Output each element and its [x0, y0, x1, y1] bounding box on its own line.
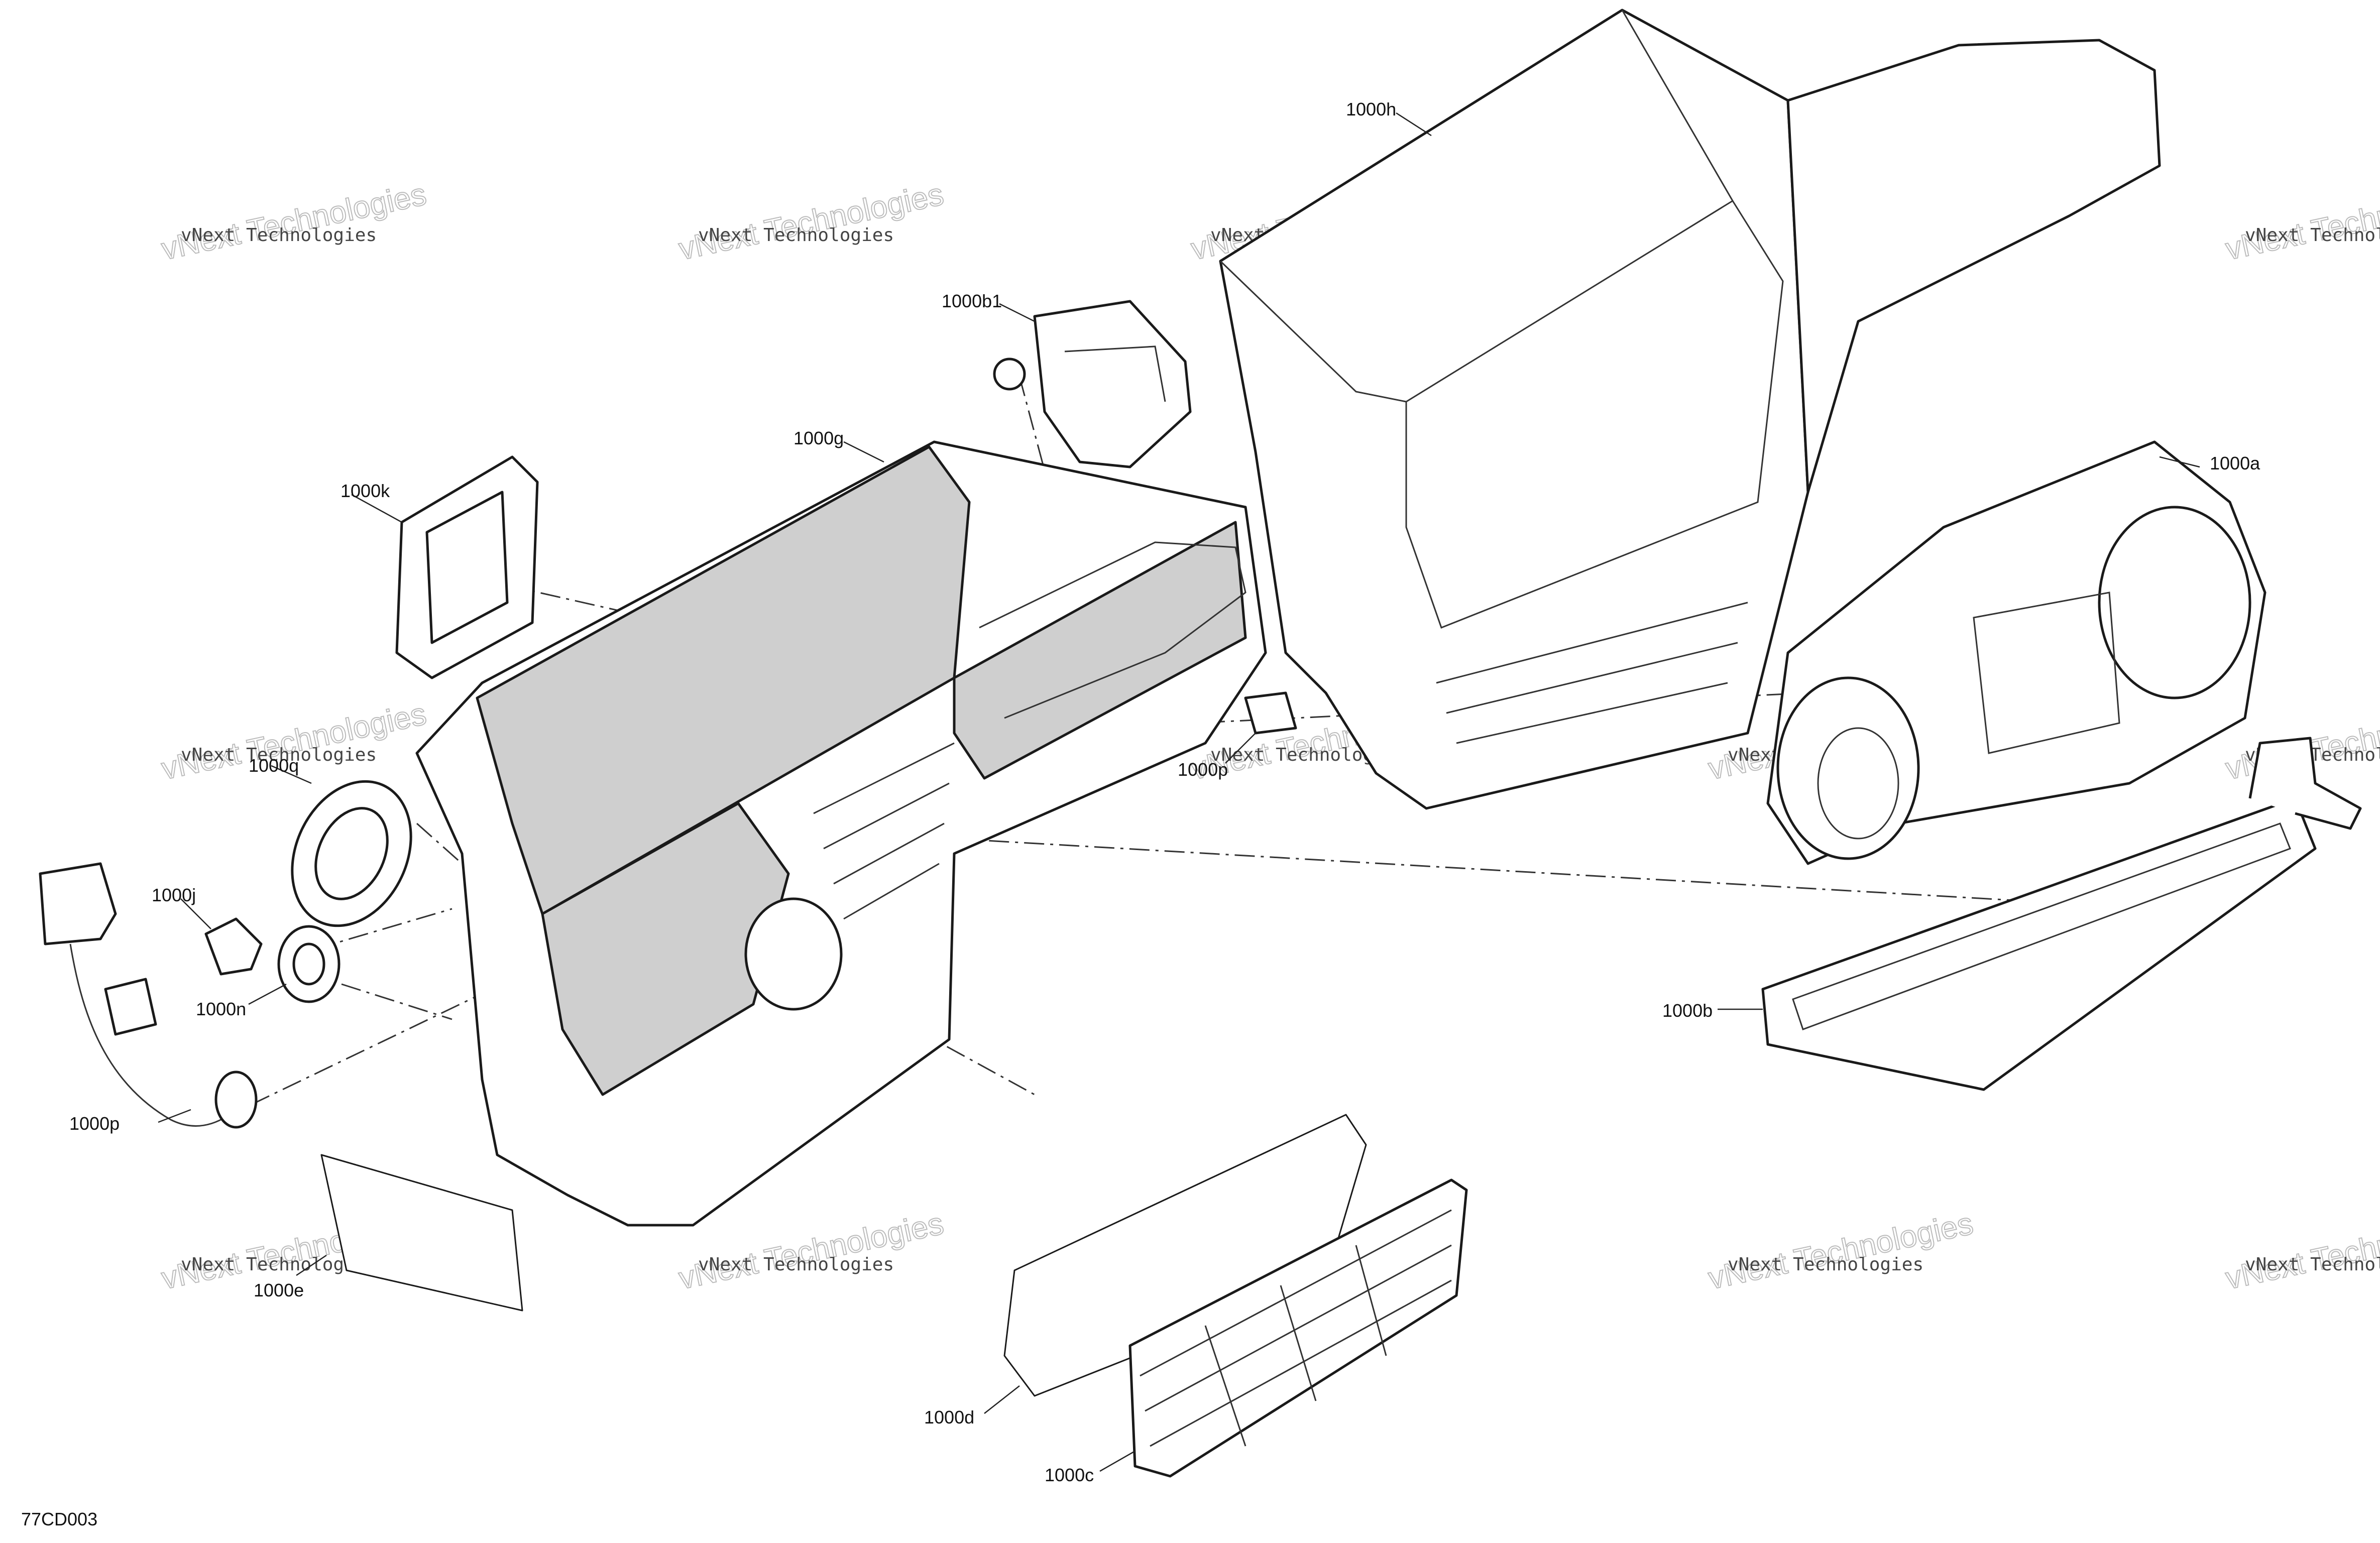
watermark-small: vNext Technologies — [698, 225, 894, 246]
grommet-inner — [314, 807, 389, 900]
leader-line — [296, 1254, 327, 1276]
watermark: vNext Technologies vNext Technologies — [675, 1206, 947, 1296]
callout-1000b: 1000b — [1662, 1000, 1713, 1021]
callout-1000c: 1000c — [1045, 1465, 1094, 1485]
actuator-body — [1033, 300, 1192, 468]
seal-1000n — [277, 925, 341, 1003]
leader-line — [180, 898, 211, 929]
watermark-large: vNext Technologies — [676, 177, 947, 267]
callout-1000j: 1000j — [152, 885, 196, 905]
watermark: vNext Technologies vNext Technologies — [1705, 1206, 1977, 1296]
leader-line — [271, 765, 312, 784]
callout-1000h: 1000h — [1346, 99, 1396, 120]
watermark-small: vNext Technologies — [181, 225, 377, 246]
blower — [1766, 440, 2266, 865]
heater-core — [1761, 737, 2362, 1091]
seal-inner — [292, 942, 325, 986]
watermark: vNext Technologies vNext Technologies — [2222, 176, 2380, 267]
watermark: vNext Technologies vNext Technologies — [158, 176, 430, 267]
watermark-large: vNext Technologies — [1706, 1206, 1976, 1296]
drawing-code: 77CD003 — [21, 1509, 97, 1529]
leader-lines — [158, 112, 2200, 1472]
leader-line — [1099, 1450, 1136, 1472]
clip-1000p — [1244, 691, 1297, 735]
leader-line — [1225, 733, 1256, 764]
callout-labels: 1000h 1000b1 1000g 1000k 1000a 1000p 100… — [69, 99, 2260, 1485]
main-housing — [415, 440, 1267, 1227]
watermark-large: vNext Technologies — [676, 1206, 947, 1296]
harness-cable — [69, 943, 242, 1127]
heater-core-fins — [1792, 822, 2291, 1030]
watermark-large: vNext Technologies — [159, 177, 429, 267]
watermark: vNext Technologies vNext Technologies — [2222, 1206, 2380, 1296]
watermark-large: vNext Technologies — [2223, 1206, 2380, 1296]
blower-wheel-right — [2098, 506, 2251, 699]
callout-1000k: 1000k — [341, 481, 390, 501]
harness-grommet — [214, 1071, 258, 1129]
main-housing-ribs — [813, 742, 955, 920]
callout-1000d: 1000d — [924, 1407, 974, 1428]
actuator-knob — [993, 358, 1026, 391]
upper-housing-body — [1219, 9, 1809, 810]
callout-1000p-center: 1000p — [1178, 759, 1228, 780]
callout-1000e: 1000e — [254, 1280, 304, 1300]
main-housing-pipe — [979, 541, 1246, 719]
callout-1000a: 1000a — [2210, 453, 2260, 473]
leader-line — [1396, 112, 1432, 137]
heater-core-tube — [2248, 737, 2362, 830]
blower-wheel-left — [1776, 676, 1920, 860]
main-housing-panel-lower — [541, 802, 790, 1096]
gasket-1000k — [395, 455, 539, 679]
upper-housing-grille — [1436, 602, 1748, 744]
actuator — [993, 300, 1192, 468]
leader-line — [248, 983, 287, 1005]
connector-body — [204, 917, 263, 976]
blower-motor — [1973, 591, 2120, 754]
leader-line — [984, 1385, 1020, 1414]
leader-line — [351, 494, 402, 523]
leader-line — [2159, 456, 2200, 468]
watermark-small: vNext Technologies — [698, 1254, 894, 1275]
leader-line — [843, 441, 884, 463]
callout-1000g: 1000g — [794, 428, 844, 448]
gasket-inner — [425, 491, 509, 644]
clip-body — [1244, 691, 1297, 735]
assembly-line — [416, 822, 463, 865]
assembly-line — [778, 827, 2075, 905]
callout-1000p-left: 1000p — [69, 1113, 120, 1134]
assembly-line — [281, 908, 452, 960]
main-housing-port — [744, 897, 843, 1011]
blower-wheel-left-inner — [1817, 727, 1899, 840]
filter-pane-body — [320, 1154, 523, 1312]
callout-1000b1: 1000b1 — [942, 291, 1002, 311]
grille-slats — [1140, 1209, 1452, 1447]
grommet-1000q — [291, 780, 412, 927]
watermark-large: vNext Technologies — [2223, 177, 2380, 267]
callout-1000q: 1000q — [249, 755, 299, 776]
watermark-small: vNext Technologies — [2245, 225, 2380, 246]
watermark: vNext Technologies vNext Technologies — [675, 176, 947, 267]
connector-1000j — [204, 917, 263, 976]
leader-line — [158, 1109, 191, 1123]
watermark-small: vNext Technologies — [2245, 1254, 2380, 1275]
upper-housing-ridge — [1219, 10, 1734, 403]
main-housing-panel-side — [953, 521, 1247, 780]
harness-mid-plug — [104, 978, 157, 1036]
grille-1000c — [1128, 1178, 1468, 1478]
upper-housing — [1219, 9, 2161, 810]
upper-housing-duct — [1786, 39, 2161, 494]
harness-plug — [39, 862, 117, 945]
leader-line — [999, 303, 1035, 322]
watermark-small: vNext Technologies — [181, 745, 377, 765]
actuator-detail — [1064, 345, 1166, 402]
callout-1000n: 1000n — [196, 999, 246, 1019]
assembly-line — [341, 983, 452, 1020]
watermark-small: vNext Technologies — [1728, 1254, 1923, 1275]
heater-core-body — [1761, 797, 2317, 1091]
wire-harness — [39, 862, 258, 1129]
filter-pane-1000e — [320, 1154, 523, 1312]
assembly-line — [251, 978, 513, 1106]
